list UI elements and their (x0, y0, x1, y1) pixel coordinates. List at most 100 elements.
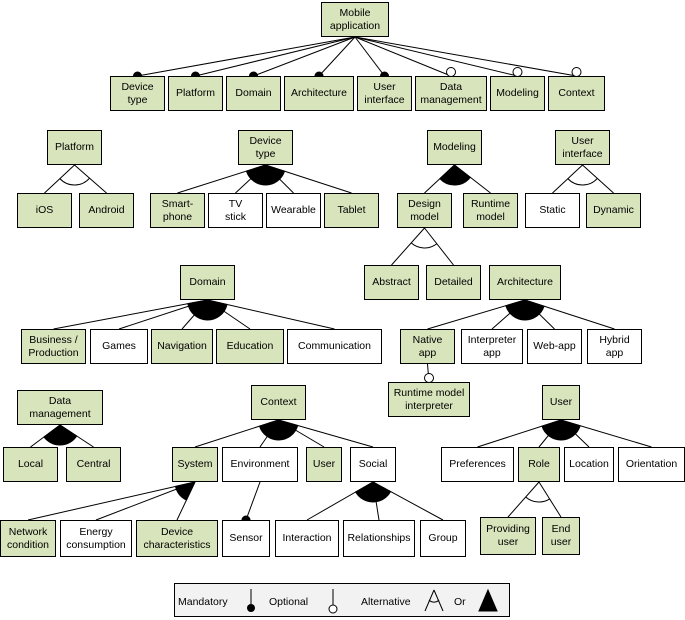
feature-providing-user: Providing user (480, 517, 536, 555)
or-group-sector (43, 424, 78, 446)
feature-android: Android (79, 193, 134, 228)
feature-domain: Domain (226, 76, 281, 111)
feature-static: Static (525, 193, 580, 228)
edge-mobile_app-domain (253, 36, 356, 77)
feature-sensor: Sensor (222, 520, 270, 557)
feature-runtime-model: Runtime model (463, 193, 518, 228)
edge-role-providing_user (507, 481, 540, 518)
feature-navigation: Navigation (151, 329, 213, 364)
legend-mandatory-label: Mandatory (178, 596, 228, 608)
or-group-icon (478, 588, 498, 612)
feature-context2: Context (251, 385, 306, 420)
feature-hybrid-app: Hybrid app (587, 329, 642, 364)
feature-communication: Communication (287, 329, 382, 364)
feature-device-type2: Device type (238, 130, 293, 165)
feature-platform2: Platform (47, 130, 102, 165)
edge-design_model-detailed (424, 227, 454, 266)
feature-business: Business / Production (21, 329, 86, 364)
feature-user-ctx: User (306, 447, 342, 482)
feature-education: Education (216, 329, 284, 364)
or-group-sector (258, 419, 299, 441)
feature-web-app: Web-app (527, 329, 582, 364)
feature-device-type: Device type (110, 76, 165, 111)
feature-location: Location (564, 447, 614, 482)
edge-mobile_app-data_management (354, 36, 452, 77)
alternative-group-arc (410, 242, 438, 249)
feature-modeling2: Modeling (427, 130, 482, 165)
feature-tv-stick: TV stick (208, 193, 263, 228)
edge-platform2-ios (44, 164, 75, 194)
feature-detailed: Detailed (426, 265, 481, 300)
feature-user-interface: User interface (357, 76, 412, 111)
edge-environment-sensor (245, 481, 261, 521)
feature-local: Local (3, 447, 58, 482)
alternative-group-arc (525, 496, 550, 503)
edge-design_model-abstract (391, 227, 425, 266)
alternative-group-icon (424, 589, 444, 612)
edge-domain2-communication (207, 299, 335, 330)
feature-abstract: Abstract (364, 265, 419, 300)
alternative-group-arc (567, 178, 598, 186)
or-group-sector (354, 481, 392, 503)
feature-wearable: Wearable (266, 193, 321, 228)
feature-runtime-interpreter: Runtime model interpreter (388, 382, 470, 417)
edge-mobile_app-architecture (318, 36, 356, 77)
feature-network-condition: Network condition (0, 520, 56, 557)
edge-domain2-business (53, 299, 208, 330)
feature-device-characteristics: Device characteristics (136, 520, 218, 557)
alternative-group-arc (59, 177, 90, 186)
optional-marker-icon (328, 589, 338, 614)
or-group-sector (439, 164, 471, 186)
feature-dynamic: Dynamic (586, 193, 641, 228)
or-group-sector (505, 299, 545, 321)
feature-context: Context (548, 76, 605, 111)
feature-games: Games (90, 329, 148, 364)
feature-native-app: Native app (400, 329, 455, 364)
edge-mobile_app-context (354, 36, 577, 77)
feature-platform: Platform (168, 76, 223, 111)
feature-interpreter-app: Interpreter app (461, 329, 523, 364)
feature-data-management: Data management (415, 76, 487, 111)
feature-social: Social (350, 447, 396, 482)
feature-interaction: Interaction (275, 520, 339, 557)
feature-environment: Environment (222, 447, 298, 482)
edge-platform2-android (74, 164, 107, 194)
feature-energy-consumption: Energy consumption (60, 520, 132, 557)
edge-mobile_app-user_interface (354, 36, 385, 77)
legend-optional-label: Optional (269, 596, 309, 608)
feature-architecture: Architecture (284, 76, 354, 111)
or-group-sector (245, 164, 286, 186)
edge-system-network_condition (27, 481, 196, 521)
legend-alternative-label: Alternative (361, 596, 411, 608)
feature-modeling: Modeling (490, 76, 545, 111)
legend: Mandatory Optional Alternative Or (174, 583, 510, 617)
feature-system: System (172, 447, 218, 482)
feature-preferences: Preferences (441, 447, 514, 482)
or-group-sector (174, 481, 196, 501)
feature-data-management2: Data management (17, 390, 103, 425)
feature-relationships: Relationships (343, 520, 415, 557)
edge-mobile_app-device_type (137, 36, 356, 77)
edge-mobile_app-modeling (354, 36, 518, 77)
feature-domain2: Domain (180, 265, 235, 300)
feature-design-model: Design model (397, 193, 452, 228)
edge-user_interface2-static (552, 164, 583, 194)
feature-end-user: End user (542, 517, 580, 555)
edge-user_interface2-dynamic (582, 164, 614, 194)
feature-role: Role (518, 447, 560, 482)
feature-orientation: Orientation (618, 447, 685, 482)
feature-tablet: Tablet (324, 193, 379, 228)
or-group-sector (541, 419, 581, 441)
feature-group: Group (420, 520, 466, 557)
feature-user2: User (542, 385, 580, 420)
edge-mobile_app-platform (195, 36, 356, 77)
feature-central: Central (66, 447, 121, 482)
edge-role-end_user (538, 481, 562, 518)
or-group-sector (187, 299, 228, 321)
feature-smartphone: Smart- phone (150, 193, 205, 228)
feature-user-interface2: User interface (555, 130, 610, 165)
mandatory-marker-icon (247, 589, 255, 612)
legend-or-label: Or (454, 596, 466, 608)
feature-architecture2: Architecture (489, 265, 561, 300)
